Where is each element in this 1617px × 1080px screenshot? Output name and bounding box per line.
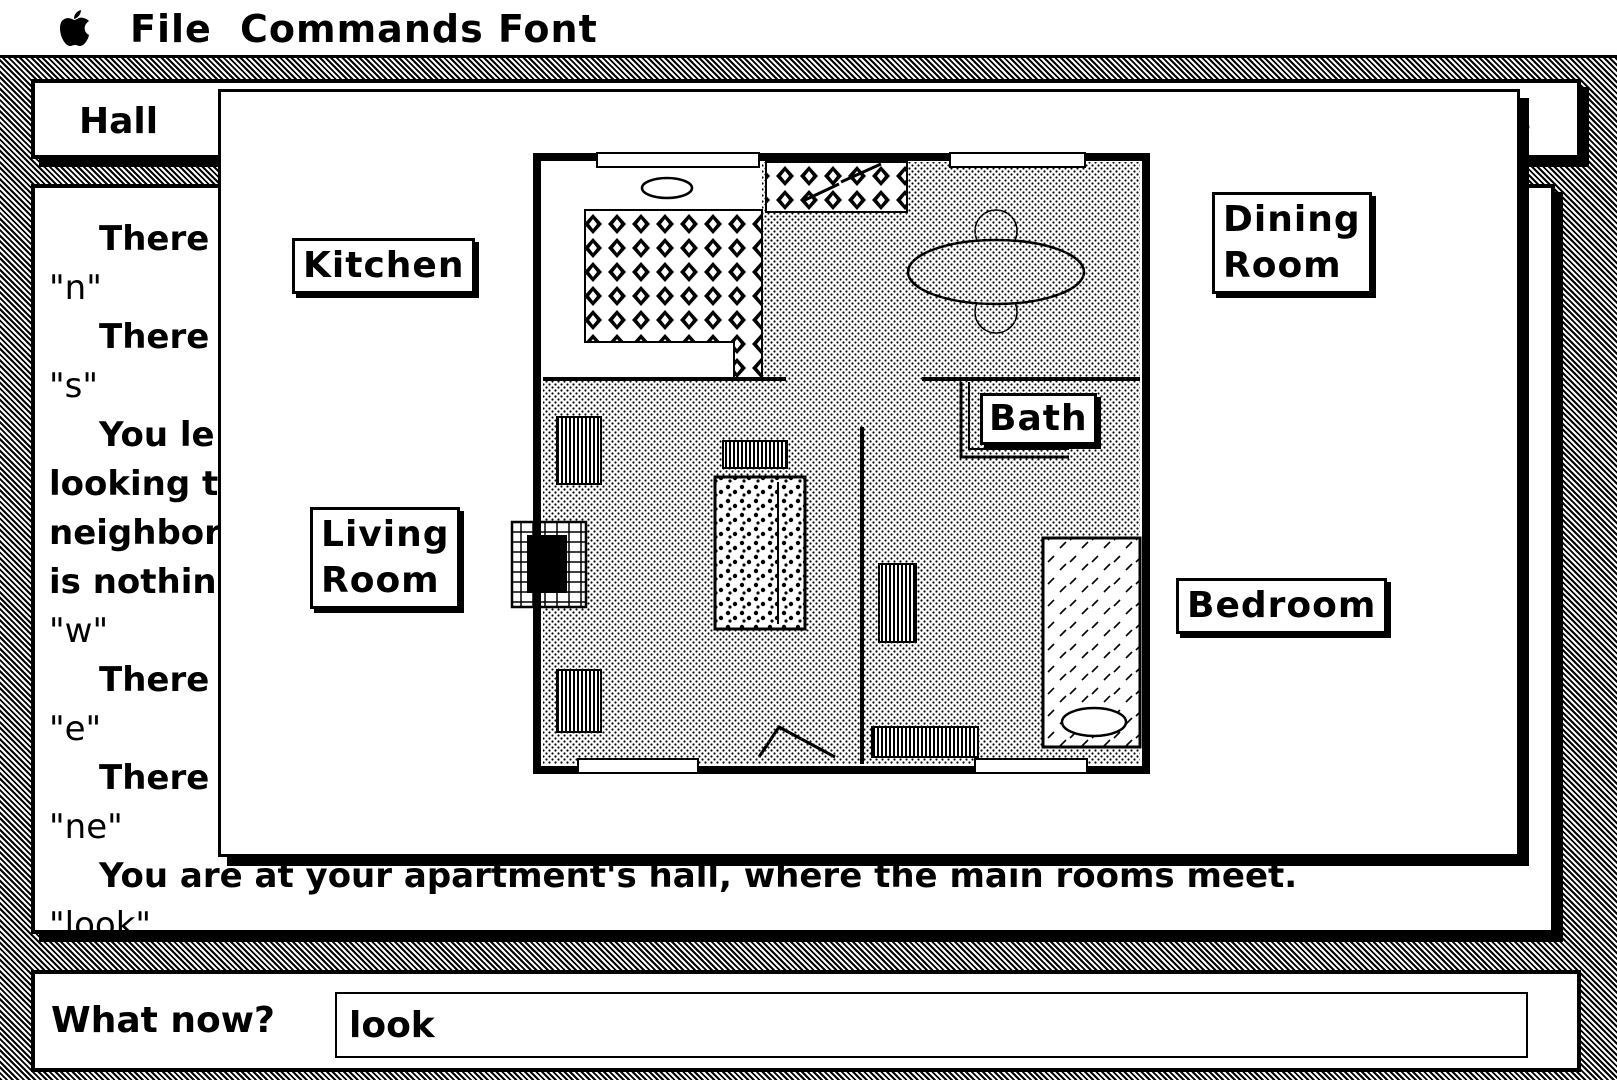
menu-file[interactable]: File	[130, 7, 212, 51]
dining-label-line1: Dining	[1223, 199, 1361, 240]
room-label-living-room[interactable]: Living Room	[310, 507, 461, 609]
transcript-line: "ne"	[49, 807, 123, 847]
menu-font[interactable]: Font	[498, 7, 598, 51]
transcript-line: "look"	[49, 905, 152, 934]
room-label-dining-room[interactable]: Dining Room	[1212, 192, 1372, 294]
transcript-line: looking t	[49, 464, 219, 504]
room-label-kitchen[interactable]: Kitchen	[292, 238, 476, 294]
transcript-line: There	[99, 660, 210, 700]
transcript-line: You are at your apartment's hall, where …	[99, 856, 1298, 896]
transcript-line: "e"	[49, 709, 102, 749]
transcript-line: There	[99, 219, 210, 259]
window	[974, 758, 1088, 774]
transcript-line: "n"	[49, 268, 102, 308]
transcript-line: "s"	[49, 366, 98, 406]
living-label-line1: Living	[321, 514, 450, 555]
transcript-line: There	[99, 758, 210, 798]
living-label-line2: Room	[321, 560, 440, 601]
menu-commands[interactable]: Commands	[240, 7, 484, 51]
transcript-line: There	[99, 317, 210, 357]
chair	[556, 416, 602, 485]
window	[596, 152, 760, 168]
location-title: Hall	[79, 101, 159, 142]
floor-plan	[510, 152, 1150, 774]
chair	[556, 669, 602, 733]
bench	[871, 726, 979, 758]
dresser	[878, 563, 917, 643]
pillow	[1060, 706, 1128, 738]
kitchen-label-text: Kitchen	[303, 245, 465, 286]
command-bar: What now?	[31, 970, 1581, 1072]
bath-label-text: Bath	[989, 398, 1088, 439]
sofa	[713, 475, 807, 631]
transcript-line: is nothin	[49, 562, 217, 602]
kitchen-tiles	[765, 161, 908, 213]
dining-label-line2: Room	[1223, 245, 1342, 286]
prompt-label: What now?	[51, 1000, 275, 1041]
apple-icon[interactable]	[54, 8, 94, 50]
ottoman	[722, 440, 788, 469]
bedroom-label-text: Bedroom	[1187, 585, 1377, 626]
kitchen-floor	[543, 162, 762, 379]
map-window[interactable]: Kitchen Dining Room Living Room Bath Bed…	[218, 89, 1520, 857]
menu-bar: File Commands Font	[0, 0, 1617, 58]
transcript-line: You le	[99, 415, 215, 455]
command-input[interactable]	[335, 992, 1528, 1058]
window	[949, 152, 1086, 168]
room-label-bath[interactable]: Bath	[980, 393, 1097, 445]
room-label-bedroom[interactable]: Bedroom	[1176, 578, 1388, 634]
transcript-line: "w"	[49, 611, 109, 651]
outer-walls	[533, 153, 1150, 774]
window	[577, 758, 699, 774]
dining-table	[906, 238, 1086, 306]
kitchen-sink	[640, 176, 694, 200]
transcript-line: neighbor	[49, 513, 221, 553]
